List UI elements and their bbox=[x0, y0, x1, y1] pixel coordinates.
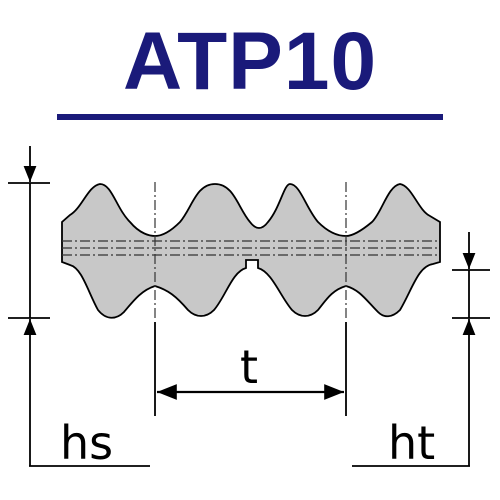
page-title: ATP10 bbox=[122, 16, 378, 107]
tooth-height-label: ht bbox=[388, 416, 436, 470]
title-underline bbox=[57, 114, 443, 120]
belt-height-label: hs bbox=[60, 416, 114, 470]
pitch-label: t bbox=[240, 340, 259, 394]
belt-cross-section bbox=[61, 183, 441, 319]
